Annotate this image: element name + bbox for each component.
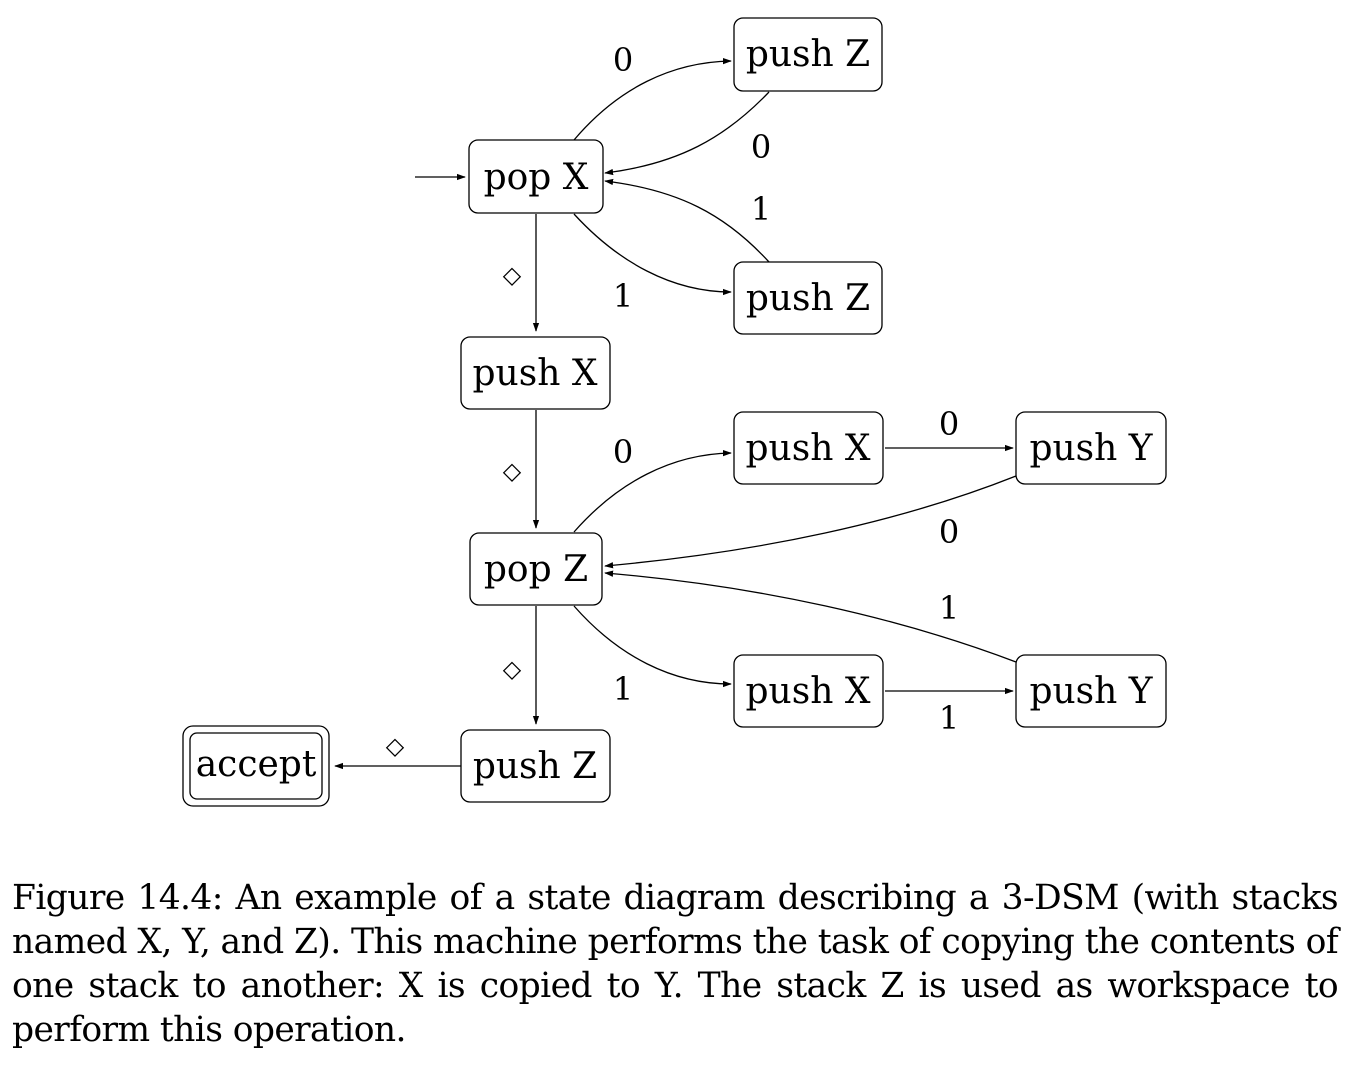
state-node: [460, 729, 611, 803]
edge-label: 1: [613, 670, 633, 708]
accept-node-inner: [189, 732, 323, 800]
edge-pushy-upper-to-popz: [604, 475, 1017, 569]
edge-label: ◇: [503, 655, 522, 683]
state-label: pop Z: [484, 549, 588, 590]
edge-label: 1: [751, 190, 771, 228]
edge-label: 0: [613, 41, 633, 79]
state-label: push Y: [1029, 428, 1153, 469]
edge-popx-to-pushz-top: [573, 57, 732, 141]
state-label: push Z: [746, 278, 870, 319]
edge-label: 1: [939, 589, 959, 627]
edge-popz-to-pushx-lower: [573, 605, 732, 688]
edge-pushy-lower-to-popz: [604, 570, 1017, 663]
state-diagram: 0 0 1 1 ◇ ◇ 0 0 0 1 1 1 ◇ ◇ pop X push Z…: [182, 17, 1167, 807]
figure-caption: Figure 14.4: An example of a state diagr…: [12, 878, 1339, 1050]
edge-label: 1: [613, 277, 633, 315]
state-label: push Z: [746, 34, 870, 75]
edge-pushz-mid-to-popx: [604, 178, 770, 263]
state-node: [469, 532, 603, 606]
edge-label: ◇: [503, 261, 522, 289]
state-label: pop X: [484, 157, 589, 198]
state-node: [460, 336, 611, 410]
edge-pushz-top-to-popx: [604, 91, 770, 176]
state-node: [468, 139, 604, 214]
edge-label: 0: [751, 128, 771, 166]
state-label: push X: [473, 353, 598, 394]
state-node: [1015, 411, 1167, 485]
state-label: push X: [746, 428, 871, 469]
state-label: push X: [746, 671, 871, 712]
edge-popx-to-pushz-mid: [573, 213, 732, 296]
edge-label: 1: [939, 699, 959, 737]
edge-label: 0: [939, 513, 959, 551]
state-node: [733, 654, 884, 728]
state-node: [733, 411, 884, 485]
state-label: accept: [196, 744, 317, 785]
state-node: [733, 17, 883, 92]
state-node: [1015, 654, 1167, 728]
state-label: push Y: [1029, 671, 1153, 712]
edge-label: 0: [613, 433, 633, 471]
edge-label: 0: [939, 405, 959, 443]
state-node: [733, 261, 883, 335]
state-label: push Z: [473, 746, 597, 787]
edge-label: ◇: [503, 457, 522, 485]
edge-label: ◇: [386, 732, 405, 760]
edge-popz-to-pushx-upper: [573, 449, 732, 533]
